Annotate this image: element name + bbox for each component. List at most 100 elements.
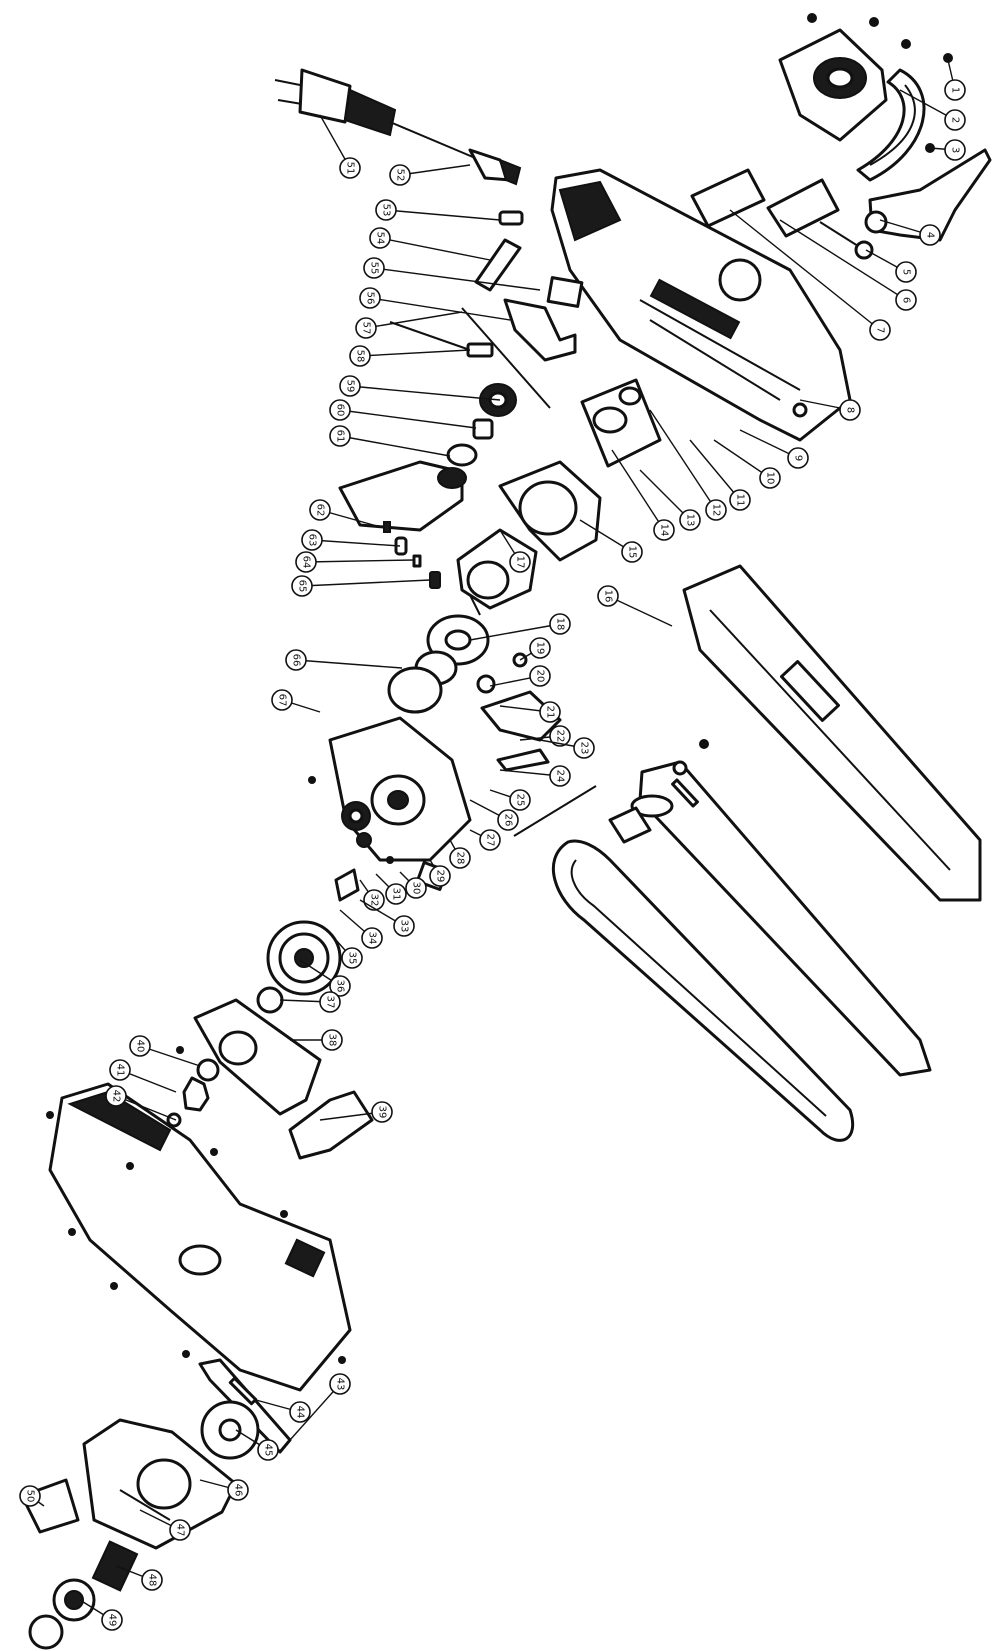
callout-c25: 25 [489,789,531,811]
callout-leader-line [349,385,501,401]
callout-number: 21 [545,706,556,719]
callout-number: 48 [147,1574,158,1587]
callout-c26: 26 [469,799,519,831]
callout-number: 63 [307,534,318,547]
callout-number: 61 [335,430,346,443]
callout-c5: 5 [865,249,917,283]
callout-circle [19,1485,41,1507]
callout-c18: 18 [469,613,571,641]
callout-leader-line [379,237,491,261]
callout-number: 19 [535,642,546,655]
callout-c21: 21 [499,701,561,723]
bar-cover [682,564,982,902]
callout-circle [944,79,966,101]
callout-circle [341,947,363,969]
callout-number: 58 [355,350,366,363]
top-screws [807,13,953,153]
saw-chain [551,839,855,1142]
callout-circle [497,809,519,831]
callout-c55: 55 [363,257,541,291]
callout-circle [573,737,595,759]
parts-drawing [20,13,992,1650]
callout-circle [405,877,427,899]
callout-circle [129,1035,151,1057]
callout-number: 2 [950,117,961,123]
callout-circle [549,765,571,787]
callout-c33: 33 [359,899,415,937]
callout-c17: 17 [499,529,531,573]
callout-circle [295,551,317,573]
callout-c53: 53 [375,199,501,221]
callout-c6: 6 [779,219,917,311]
callout-number: 27 [485,834,496,847]
callout-circle [285,649,307,671]
gear-case [308,716,472,864]
callout-circle [363,257,385,279]
callout-number: 39 [377,1106,388,1119]
callout-circle [227,1479,249,1501]
callout-c38: 38 [290,1029,343,1051]
callout-circle [289,1401,311,1423]
callout-c45: 45 [235,1429,279,1461]
callout-c39: 39 [319,1101,393,1123]
callout-circle [529,665,551,687]
callout-number: 62 [315,504,326,517]
callout-leader-line [369,297,511,321]
callout-number: 31 [391,888,402,901]
callout-c20: 20 [489,665,551,687]
callout-c16: 16 [597,585,673,627]
callout-circle [509,551,531,573]
callout-number: 51 [345,162,356,175]
callout-circle [359,287,381,309]
callout-number: 45 [263,1444,274,1457]
callout-circle [371,1101,393,1123]
power-plug [274,68,522,186]
callout-c46: 46 [199,1479,249,1501]
bumper-spike [288,1090,374,1160]
callout-circle [869,319,891,341]
callout-leader-line [385,209,501,221]
callout-leader-line [639,469,691,521]
callout-c42: 42 [105,1085,177,1121]
fan-disk [387,614,490,714]
callout-c3: 3 [929,139,966,161]
stator-block [580,378,662,468]
callout-c2: 2 [899,89,966,131]
callout-c61: 61 [329,425,451,457]
callout-number: 42 [111,1090,122,1103]
callout-circle [839,399,861,421]
callout-c34: 34 [339,909,383,949]
callout-c41: 41 [109,1059,177,1093]
callout-c56: 56 [359,287,511,321]
oil-tank [338,460,467,532]
callout-c51: 51 [319,114,361,179]
callout-c65: 65 [291,575,431,597]
callout-number: 9 [793,455,804,461]
callout-circle [919,224,941,246]
callout-number: 37 [325,996,336,1009]
callout-leader-line [729,209,881,331]
callout-circle [101,1609,123,1631]
callout-c37: 37 [279,991,341,1013]
callout-c24: 24 [499,765,571,787]
callout-circle [169,1519,191,1541]
callout-number: 7 [875,327,886,333]
chain-tensioner-parts [513,739,709,844]
callout-c63: 63 [301,529,401,551]
callout-circle [509,789,531,811]
callout-number: 33 [399,920,410,933]
grip-hose [856,68,926,182]
callout-leader-line [365,311,463,329]
callout-c35: 35 [335,939,363,969]
callout-c48: 48 [115,1565,163,1591]
callout-number: 4 [925,232,936,238]
callout-leader-line [611,449,665,531]
callout-circle [301,529,323,551]
callout-c43: 43 [289,1373,351,1441]
callout-number: 38 [327,1034,338,1047]
callout-leader-line [713,439,771,479]
callout-number: 65 [297,580,308,593]
callout-number: 5 [901,269,912,275]
callout-number: 18 [555,618,566,631]
callout-c30: 30 [399,871,427,899]
